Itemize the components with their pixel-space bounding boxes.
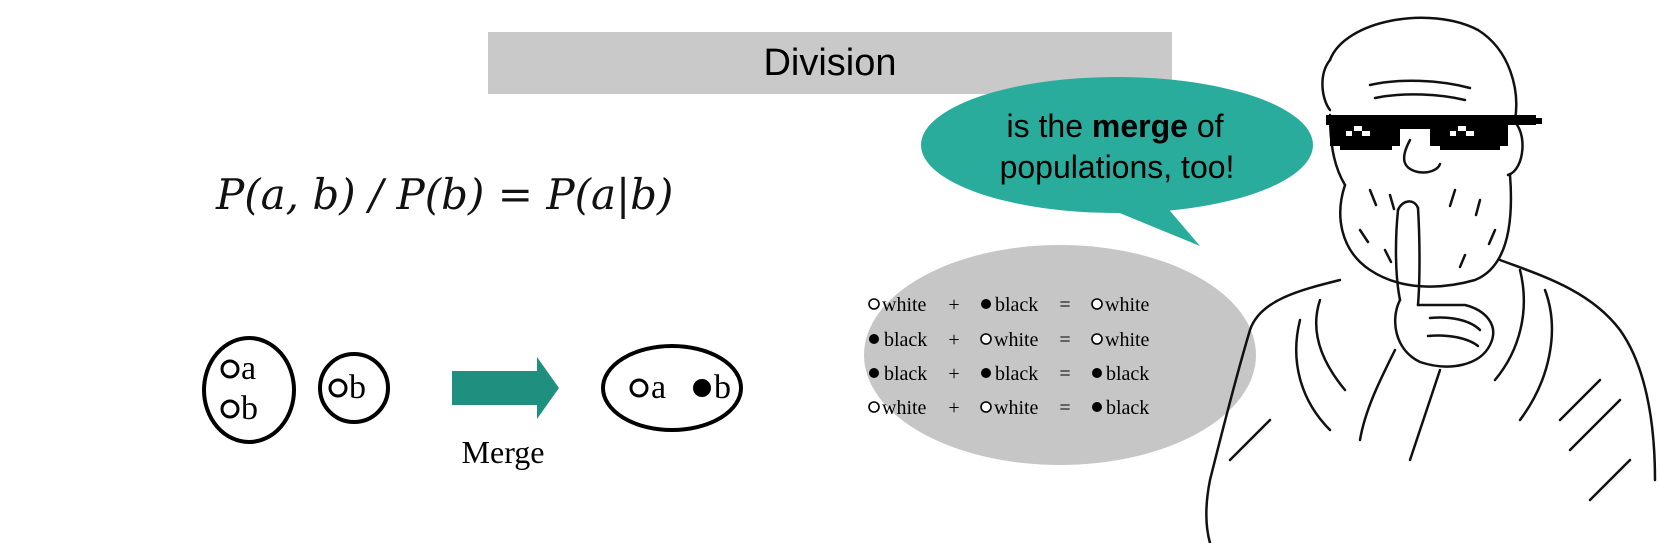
merge-table-equals: = <box>1059 363 1070 385</box>
set-left-ellipse <box>202 336 296 444</box>
merge-table-plus: + <box>948 363 959 385</box>
set-middle-circle <box>318 352 390 424</box>
hollow-dot-icon <box>868 298 880 310</box>
merge-table-right: black <box>995 294 1038 316</box>
beard-texture <box>1358 188 1497 269</box>
glasses-shine <box>1362 131 1370 136</box>
merge-table-equals: = <box>1059 397 1070 419</box>
shoulder-right <box>1498 258 1657 482</box>
hollow-dot-icon <box>980 401 992 413</box>
merge-table-left: white <box>882 397 927 419</box>
set-left-item-b-dot <box>220 399 240 419</box>
speech-bubble-tail <box>1100 205 1200 246</box>
hollow-dot-icon <box>980 333 992 345</box>
division-formula: P(a, b) / P(b) = P(a|b) <box>216 170 674 219</box>
ear-right <box>1506 118 1524 177</box>
glasses-shine <box>1450 131 1456 136</box>
merge-table-row: black + white = white <box>869 329 1150 351</box>
beard-outline <box>1339 173 1513 288</box>
forehead-line <box>1368 79 1472 90</box>
merge-table: white + black = white black + white = wh… <box>868 294 1150 419</box>
hollow-dot-icon <box>868 401 880 413</box>
table-bubble <box>864 245 1256 465</box>
coat-lapel-right <box>1493 268 1554 422</box>
glasses-shine <box>1346 131 1352 136</box>
page-title: Division <box>763 41 897 84</box>
speech-bubble-body <box>921 77 1313 213</box>
hand-fist <box>1393 298 1495 368</box>
merge-table-plus: + <box>948 397 959 419</box>
result-item-a-dot <box>629 378 649 398</box>
merge-table-right: white <box>994 329 1039 351</box>
knuckle-lines <box>1426 316 1482 348</box>
glasses-shine <box>1354 126 1362 131</box>
merge-table-result: black <box>1106 397 1149 419</box>
forearm <box>1358 348 1442 462</box>
merge-table-left: white <box>882 294 927 316</box>
speech-line-2: populations, too! <box>1000 149 1235 185</box>
glasses-shine <box>1458 126 1466 131</box>
result-item-a: a <box>651 369 666 406</box>
filled-dot-icon <box>869 334 879 344</box>
speech-line-1: is the merge of <box>1007 108 1224 144</box>
glasses-lens-right-step <box>1440 144 1500 150</box>
head-outline <box>1328 16 1518 122</box>
set-left-item-a: a <box>241 350 256 387</box>
merge-table-plus: + <box>948 294 959 316</box>
merge-table-row: white + white = black <box>868 397 1149 419</box>
hollow-dot-icon <box>1091 298 1103 310</box>
shoulder-left <box>1205 278 1342 543</box>
result-item-b-dot <box>693 379 711 397</box>
merge-table-right: white <box>994 397 1039 419</box>
bearded-man-illustration <box>1205 16 1657 543</box>
glasses-bridge <box>1398 120 1432 129</box>
merge-label: Merge <box>462 434 545 470</box>
merge-table-right: black <box>995 363 1038 385</box>
merge-table-row: white + black = white <box>868 294 1150 316</box>
set-middle-item-b: b <box>349 369 366 406</box>
hollow-dot-icon <box>1091 333 1103 345</box>
hair-left <box>1321 58 1332 112</box>
pixel-sunglasses-icon <box>1326 115 1542 150</box>
merge-arrow <box>452 357 559 419</box>
merge-table-plus: + <box>948 329 959 351</box>
set-middle-item-b-dot <box>328 378 348 398</box>
speech-bubble: is the merge of populations, too! <box>921 77 1313 246</box>
glasses-arm <box>1532 118 1542 124</box>
filled-dot-icon <box>981 299 991 309</box>
forehead-line-2 <box>1373 93 1467 102</box>
title-bar: Division <box>488 32 1172 94</box>
coat-lapel-left <box>1295 298 1347 432</box>
speech-line-1-start: is the <box>1007 108 1092 144</box>
fingertip <box>1396 200 1420 212</box>
filled-dot-icon <box>1092 402 1102 412</box>
nose <box>1403 138 1442 174</box>
filled-dot-icon <box>869 368 879 378</box>
filled-dot-icon <box>1092 368 1102 378</box>
merge-table-row: black + black = black <box>869 363 1149 385</box>
merge-table-result: black <box>1106 363 1149 385</box>
glasses-shine <box>1466 131 1474 136</box>
merge-table-equals: = <box>1059 329 1070 351</box>
speech-line-1-end: of <box>1188 108 1224 144</box>
finger-up <box>1394 206 1421 307</box>
merge-table-result: white <box>1105 329 1150 351</box>
filled-dot-icon <box>981 368 991 378</box>
set-left-item-b: b <box>241 390 258 427</box>
merge-table-left: black <box>884 329 927 351</box>
merge-table-result: white <box>1105 294 1150 316</box>
coat-lines <box>1228 378 1632 502</box>
speech-line-1-bold: merge <box>1092 108 1188 144</box>
merge-table-equals: = <box>1059 294 1070 316</box>
set-left-item-a-dot <box>220 359 240 379</box>
result-item-b: b <box>714 369 731 406</box>
glasses-lens-left-step <box>1340 144 1392 150</box>
merge-table-left: black <box>884 363 927 385</box>
result-ellipse <box>601 344 743 432</box>
